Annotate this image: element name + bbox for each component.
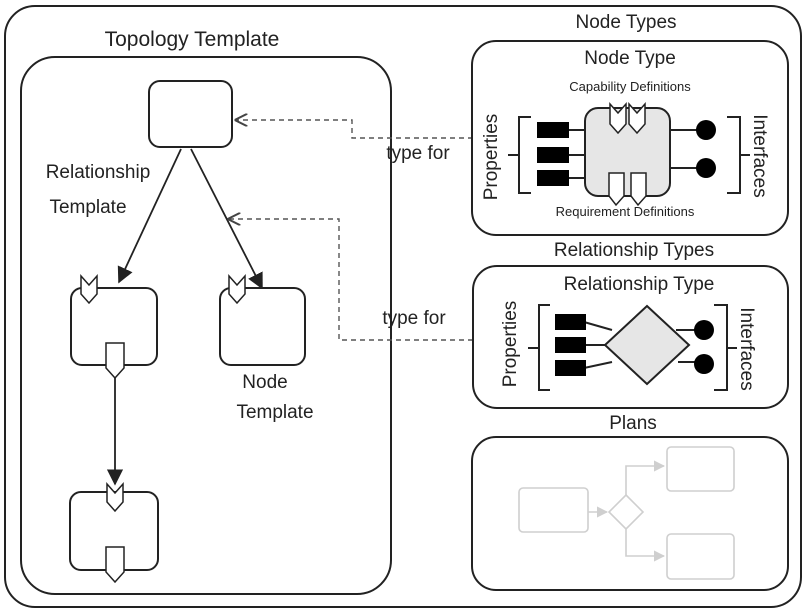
property-icon — [555, 360, 586, 376]
node-type-interfaces-label: Interfaces — [749, 114, 770, 197]
node-types-title: Node Types — [575, 12, 676, 33]
property-icon — [537, 170, 569, 186]
node-types: Node Types Node Type Capability Definiti… — [471, 12, 789, 236]
relationship-template-arrow-left — [117, 148, 182, 284]
relationship-type-title: Relationship Type — [564, 274, 715, 295]
relationship-types-title: Relationship Types — [554, 240, 714, 261]
requirement-definition-icon — [630, 172, 647, 207]
relationship-type-frame — [472, 265, 789, 409]
relationship-template-arrow-right — [190, 148, 263, 290]
properties-bracket — [538, 304, 550, 391]
capability-definition-icon — [628, 102, 646, 135]
topology-template-title: Topology Template — [105, 28, 280, 51]
requirement-icon — [105, 342, 125, 380]
plans-frame — [471, 436, 789, 591]
topology-template-frame — [20, 56, 392, 595]
interface-icon — [696, 120, 716, 140]
relationship-template-label-line1: Relationship — [46, 162, 151, 183]
node-template-label-line2: Template — [236, 402, 313, 423]
relationship-type-for-label: type for — [382, 308, 446, 329]
node-template-top — [148, 80, 233, 148]
relationship-type-diamond — [603, 304, 691, 386]
node-template-middle-right — [219, 287, 306, 366]
node-type-properties-label: Properties — [481, 114, 502, 201]
relationship-template-label-line2: Template — [49, 197, 126, 218]
capability-icon — [106, 482, 124, 513]
node-type-for-label: type for — [386, 143, 450, 164]
plan-flow — [625, 529, 666, 562]
type-for-connectors: type for type for — [229, 120, 473, 341]
relationship-type-for-connector — [229, 219, 473, 341]
relationship-types: Relationship Types Relationship Type Pro… — [472, 240, 789, 409]
plan-gateway — [607, 493, 645, 531]
plan-task — [666, 533, 735, 580]
topology-template: Topology Template Relationship Template … — [20, 28, 392, 595]
capability-icon — [80, 274, 98, 305]
node-type-title: Node Type — [584, 48, 676, 69]
node-template-label-line1: Node — [242, 372, 287, 393]
service-template-frame — [4, 5, 802, 608]
relationship-type-interfaces-label: Interfaces — [736, 307, 757, 390]
capability-definition-icon — [609, 102, 627, 135]
property-icon — [537, 122, 569, 138]
property-icon — [555, 314, 586, 330]
plan-task — [666, 446, 735, 492]
requirement-icon — [105, 546, 125, 584]
relationship-type-properties-label: Properties — [500, 301, 521, 388]
plan-flow — [625, 460, 666, 495]
capability-icon — [228, 274, 246, 305]
properties-bracket — [518, 116, 531, 194]
plans: Plans — [471, 413, 789, 591]
plans-title: Plans — [609, 413, 657, 434]
capability-definitions-label: Capability Definitions — [569, 79, 691, 94]
node-type-for-connector — [236, 120, 473, 139]
interface-icon — [694, 354, 714, 374]
node-type-frame — [471, 40, 789, 236]
property-link — [583, 361, 613, 369]
property-icon — [555, 337, 586, 353]
property-link — [583, 321, 613, 331]
interface-icon — [694, 320, 714, 340]
interfaces-bracket — [714, 304, 728, 391]
node-type-body — [584, 107, 671, 197]
interfaces-bracket — [727, 116, 741, 194]
interface-icon — [696, 158, 716, 178]
requirement-definition-icon — [608, 172, 625, 207]
requirement-definitions-label: Requirement Definitions — [556, 204, 695, 219]
property-icon — [537, 147, 569, 163]
plan-task — [518, 487, 589, 533]
